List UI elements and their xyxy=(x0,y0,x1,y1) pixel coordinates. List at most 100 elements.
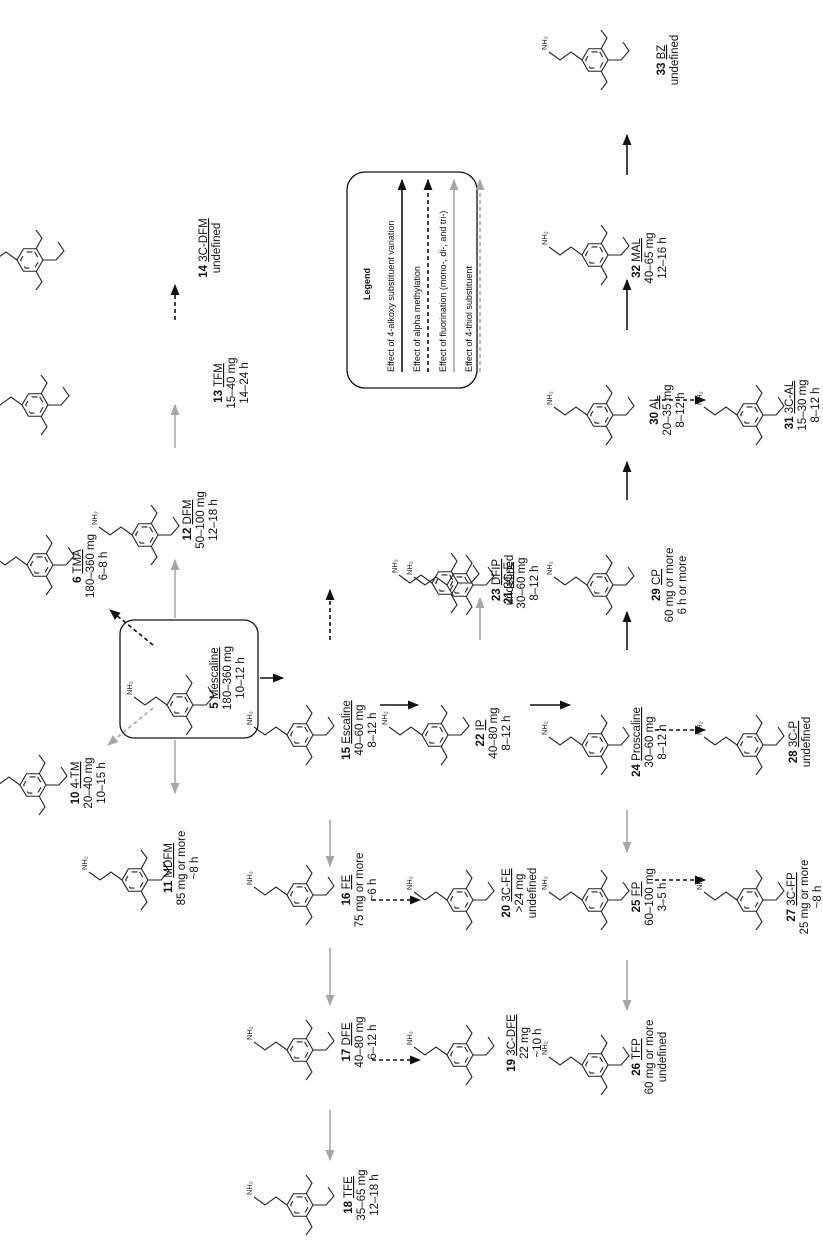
compound-label-line: 40–60 mg xyxy=(354,704,366,755)
compound-duration: undefined xyxy=(657,1032,669,1083)
compound-label-line: 29 CP xyxy=(651,569,663,601)
compound-label-line: 6 h or more xyxy=(677,556,689,615)
compound-duration: ~6 h xyxy=(367,879,379,902)
compound-name: AL xyxy=(649,395,661,410)
compound-dose: 60–100 mg xyxy=(644,868,656,926)
mescaline-highlight-box xyxy=(119,619,259,739)
structure-c13: NH₂ xyxy=(0,374,70,436)
compound-dose: 75 mg or more xyxy=(354,853,366,928)
compound-label-line: 20–35 mg xyxy=(662,384,674,435)
structure-c11: NH₂ xyxy=(80,849,170,911)
compound-name: 3C-AL xyxy=(784,380,796,413)
compound-label-line: 15–30 mg xyxy=(797,379,809,430)
compound-name: DFM xyxy=(182,500,194,525)
compound-name: BZ xyxy=(656,45,668,60)
compound-label-line: 30–60 mg xyxy=(644,716,656,767)
compound-number: 23 xyxy=(491,588,503,601)
compound-number: 24 xyxy=(631,763,643,776)
compound-duration: 8–12 h xyxy=(675,392,687,427)
structure-c12: NH₂ xyxy=(90,504,180,566)
compound-label-line: 13 TFM xyxy=(213,363,225,402)
amine-label: NH₂ xyxy=(540,1041,549,1055)
compound-label-line: undefined xyxy=(211,223,223,274)
compound-dose: undefined xyxy=(504,555,516,606)
compound-label-line: ~8 h xyxy=(812,886,823,909)
amine-label: NH₂ xyxy=(545,561,554,575)
amine-label: NH₂ xyxy=(245,871,254,885)
amine-label: NH₂ xyxy=(695,391,704,405)
compound-duration: 6–12 h xyxy=(367,1024,379,1059)
compound-label-line: ~10 h xyxy=(532,1028,544,1057)
compound-label-line: 16 FE xyxy=(341,874,353,905)
compound-number: 14 xyxy=(198,264,210,277)
structure-c18: NH₂ xyxy=(245,1174,335,1236)
amine-label: NH₂ xyxy=(405,876,414,890)
amine-label: NH₂ xyxy=(245,1181,254,1195)
compound-label-line: 22 IP xyxy=(475,719,487,746)
compound-duration: 8–12 h xyxy=(657,724,669,759)
arrow-c5-to-c10 xyxy=(107,707,154,746)
amine-label: NH₂ xyxy=(405,1031,414,1045)
amine-label: NH₂ xyxy=(540,876,549,890)
compound-label-line: 75 mg or more xyxy=(354,853,366,928)
amine-label: NH₂ xyxy=(90,511,99,525)
compound-number: 6 xyxy=(72,576,84,582)
amine-label: NH₂ xyxy=(540,721,549,735)
structure-c22: NH₂ xyxy=(380,704,470,766)
structure-c27: NH₂ xyxy=(695,869,785,931)
compound-label-line: undefined xyxy=(669,35,681,86)
amine-label: NH₂ xyxy=(125,681,134,695)
compound-label-line: 12–18 h xyxy=(208,499,220,541)
compound-label-line: 35–65 mg xyxy=(356,1169,368,1220)
compound-duration: ~10 h xyxy=(532,1028,544,1057)
compound-label-line: 6 TMA xyxy=(72,549,84,583)
compound-label-line: 60 mg or more xyxy=(664,548,676,623)
compound-name: 3C-DFE xyxy=(506,1014,518,1056)
structure-c15: NH₂ xyxy=(245,704,335,766)
compound-duration: 8–12 h xyxy=(501,715,513,750)
compound-label-line: 27 3C-FP xyxy=(786,872,798,922)
compound-label-line: 17 DFE xyxy=(341,1022,353,1061)
structure-c14: NH₂ xyxy=(0,229,65,291)
structure-c25: NH₂ xyxy=(540,869,630,931)
structure-c30: NH₂ xyxy=(545,384,635,446)
compound-dose: 85 mg or more xyxy=(176,831,188,906)
compound-dose: 40–80 mg xyxy=(354,1016,366,1067)
compound-number: 17 xyxy=(341,1049,353,1062)
compound-label-line: 30–60 mg xyxy=(516,557,528,608)
compound-label-line: 10–15 h xyxy=(96,762,108,804)
compound-name: 4-TM xyxy=(70,762,82,789)
compound-label-line: 10–12 h xyxy=(235,657,247,699)
compound-label-line: >24 mg xyxy=(514,874,526,913)
compound-dose: >24 mg xyxy=(514,874,526,913)
compound-label-line: ~8 h xyxy=(189,857,201,880)
compound-name: MAL xyxy=(631,238,643,262)
compound-label-line: 23 DFIP xyxy=(491,559,503,602)
compound-number: 10 xyxy=(70,792,82,805)
compound-name: FE xyxy=(341,874,353,889)
compound-dose: undefined xyxy=(801,717,813,768)
compound-dose: 60 mg or more xyxy=(664,548,676,623)
amine-label: NH₂ xyxy=(540,231,549,245)
compound-label-line: 33 BZ xyxy=(656,45,668,76)
structure-c23: NH₂ xyxy=(390,552,480,614)
structure-c24: NH₂ xyxy=(540,714,630,776)
compound-label-line: 12–16 h xyxy=(657,237,669,279)
structure-c19: NH₂ xyxy=(405,1024,495,1086)
compound-label-line: undefined xyxy=(801,717,813,768)
compound-number: 28 xyxy=(788,750,800,763)
compound-name: 3C-FP xyxy=(786,872,798,906)
compound-label-line: 8–12 h xyxy=(810,387,822,422)
compound-label-line: 19 3C-DFE xyxy=(506,1014,518,1072)
compound-dose: 22 mg xyxy=(519,1027,531,1059)
compound-number: 19 xyxy=(506,1059,518,1072)
compound-label-line: 8–12 h xyxy=(501,715,513,750)
compound-label-line: 180–360 mg xyxy=(222,646,234,710)
